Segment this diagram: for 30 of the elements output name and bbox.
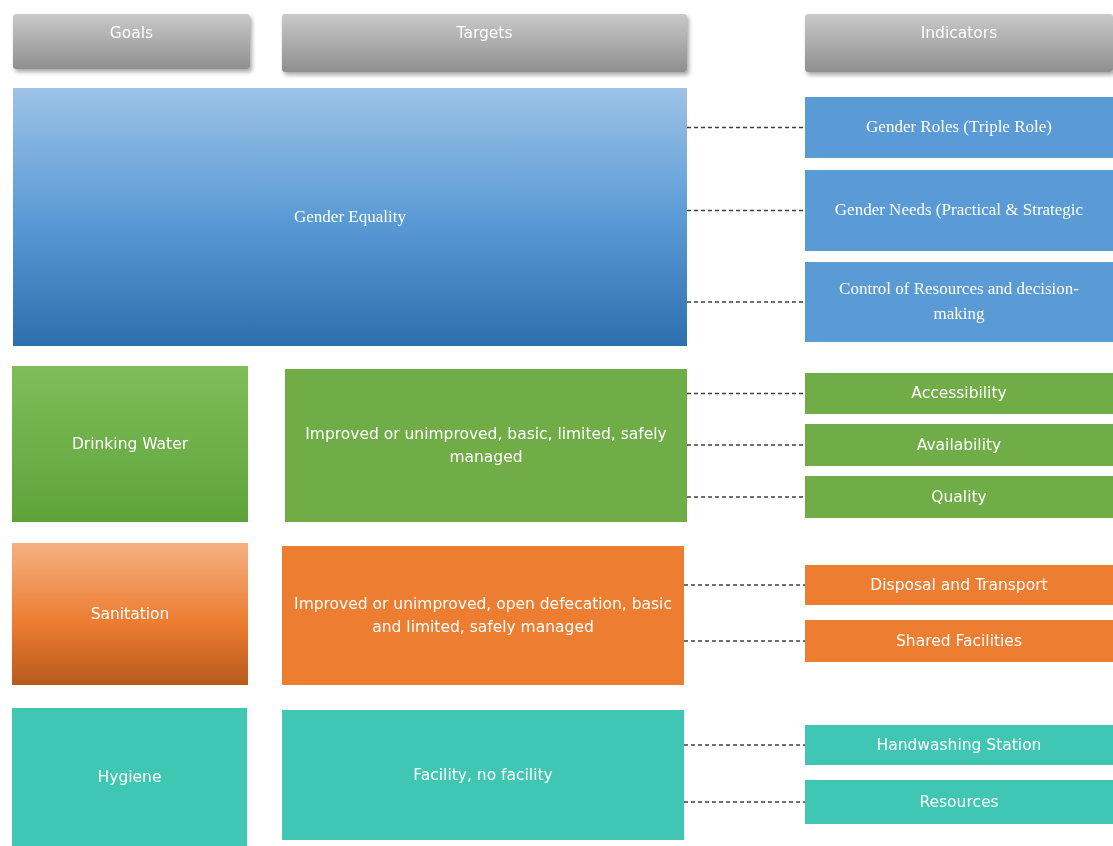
dashed-connector [683,584,806,586]
target-box: Facility, no facility [282,710,684,840]
dashed-connector [686,444,806,446]
indicator-box: Accessibility [805,373,1113,414]
indicator-box: Handwashing Station [805,725,1113,765]
header-box: Targets [282,14,687,72]
goal-box: Sanitation [12,543,248,685]
dashed-connector [686,496,806,498]
header-box: Goals [13,14,250,69]
dashed-connector [686,301,806,303]
indicator-box: Gender Roles (Triple Role) [805,97,1113,158]
dashed-connector [683,744,806,746]
goal-box: Hygiene [12,708,247,846]
target-box: Improved or unimproved, open defecation, basic and limited, safely managed [282,546,684,685]
indicator-box: Disposal and Transport [805,565,1113,605]
dashed-connector [686,209,806,212]
dashed-connector [683,801,806,803]
dashed-connector [683,640,806,642]
indicator-box: Gender Needs (Practical & Strategic [805,170,1113,251]
goal-box: Drinking Water [12,366,248,522]
dashed-connector [686,126,806,129]
indicator-box: Availability [805,424,1113,466]
goal-box: Gender Equality [13,88,687,346]
indicator-box: Quality [805,476,1113,518]
dashed-connector [686,392,806,395]
indicator-box: Resources [805,780,1113,824]
header-box: Indicators [805,14,1113,72]
indicator-box: Control of Resources and decision-making [805,262,1113,342]
indicator-box: Shared Facilities [805,620,1113,662]
target-box: Improved or unimproved, basic, limited, safely managed [285,369,687,522]
